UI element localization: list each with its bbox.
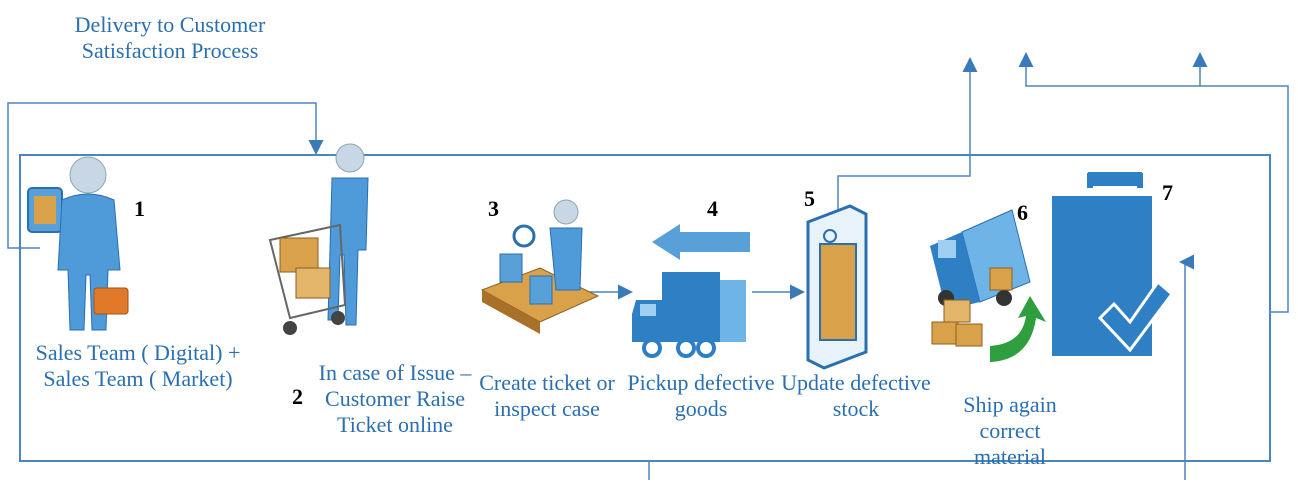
step-1-number: 1 bbox=[134, 196, 145, 221]
step-6-number: 6 bbox=[1017, 200, 1028, 225]
delivery-truck-icon bbox=[632, 224, 750, 358]
process-frame bbox=[19, 154, 1271, 462]
step-5-label: Update defective stock bbox=[781, 370, 931, 421]
salesperson-icon bbox=[27, 156, 129, 331]
step-2-number: 2 bbox=[292, 384, 303, 409]
shipping-truck-icon bbox=[930, 209, 1046, 362]
feedback-connector-right bbox=[1018, 52, 1289, 313]
shopping-bag-check-icon bbox=[1052, 172, 1175, 356]
step-4-number: 4 bbox=[707, 196, 718, 221]
stock-box-icon bbox=[806, 204, 868, 370]
diagram-title: Delivery to Customer Satisfaction Proces… bbox=[74, 12, 266, 63]
step-4-label: Pickup defective goods bbox=[627, 370, 775, 421]
feedback-connector-5 bbox=[837, 57, 978, 220]
step-2-label: In case of Issue – Customer Raise Ticket… bbox=[318, 360, 472, 437]
shopping-cart-person-icon bbox=[268, 143, 369, 335]
inspection-conveyor-icon bbox=[480, 199, 600, 334]
step-5-number: 5 bbox=[804, 186, 815, 211]
bottom-connector-right bbox=[1179, 254, 1194, 480]
step-1-label: Sales Team ( Digital) + Sales Team ( Mar… bbox=[35, 340, 241, 391]
step-6-label: Ship again correct material bbox=[963, 392, 1057, 469]
intake-connector bbox=[7, 102, 324, 249]
step-3-label: Create ticket or inspect case bbox=[479, 370, 615, 421]
step-3-number: 3 bbox=[488, 196, 499, 221]
step-7-number: 7 bbox=[1162, 180, 1173, 205]
